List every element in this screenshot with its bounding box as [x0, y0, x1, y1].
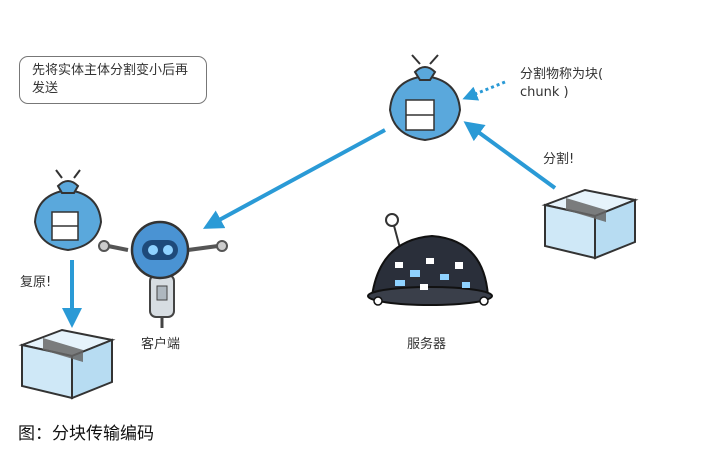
restored-bundle-icon [33, 169, 103, 252]
client-label: 客户端 [141, 337, 181, 352]
note-box: 先将实体主体分割变小后再发送 [19, 56, 207, 104]
restore-label: 复原! [20, 275, 52, 290]
server-robot-icon [367, 213, 493, 306]
chunk-label: 分割物称为块( chunk ) [520, 67, 604, 100]
chunk-bundle-icon [388, 54, 462, 142]
package-box-client-icon [18, 328, 116, 400]
figure-caption: 图：分块传输编码 [18, 424, 154, 444]
dotted-pointer-arrow [462, 80, 506, 101]
package-box-server-icon [541, 188, 639, 260]
arrow-server-to-chunk [463, 121, 557, 190]
split-label: 分割! [543, 152, 575, 167]
note-text: 先将实体主体分割变小后再发送 [32, 63, 189, 96]
arrow-chunk-to-client [202, 128, 386, 229]
client-robot-icon [98, 220, 228, 328]
server-label: 服务器 [407, 337, 447, 352]
